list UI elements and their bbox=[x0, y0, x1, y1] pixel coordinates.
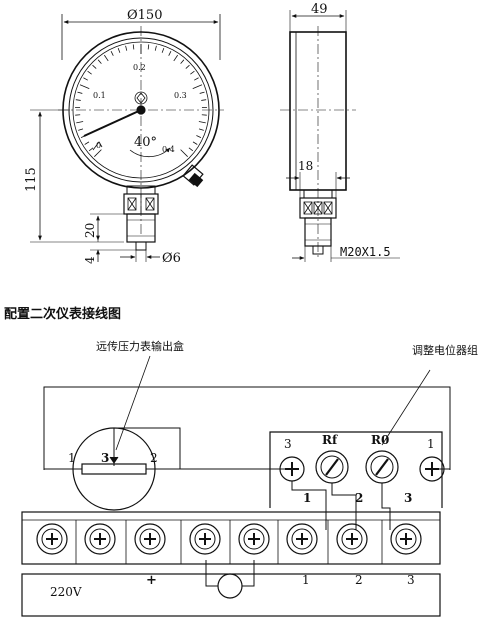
dial-tick bbox=[199, 91, 205, 94]
dial-tick bbox=[185, 64, 190, 69]
dial-tick bbox=[117, 47, 121, 53]
transmitter-terminal-3: 3 bbox=[101, 451, 109, 465]
dial-tick bbox=[78, 128, 84, 131]
dial-tick bbox=[198, 128, 204, 131]
transmitter-label: 远传压力表输出盒 bbox=[96, 339, 184, 353]
dial-tick bbox=[192, 84, 203, 89]
dial-tick bbox=[154, 45, 157, 51]
dial-scale-0.4: 0.4 bbox=[162, 145, 175, 154]
gauge-side-view bbox=[280, 10, 400, 262]
pot-top-r0: R0 bbox=[371, 433, 389, 447]
dial-tick bbox=[76, 121, 84, 124]
dial-tick bbox=[94, 149, 102, 157]
strip-terminal bbox=[229, 520, 270, 564]
dial-tick bbox=[88, 147, 94, 152]
dial-tick bbox=[125, 45, 128, 51]
potentiometer-label: 调整电位器组 bbox=[412, 343, 478, 357]
dial-tick bbox=[161, 47, 165, 53]
pot-top-3: 3 bbox=[284, 437, 292, 451]
dial-tick bbox=[132, 44, 135, 50]
dial-angle: 40° bbox=[134, 135, 157, 150]
dial-tick bbox=[84, 141, 90, 145]
pot-bottom-1: 1 bbox=[303, 491, 311, 505]
dim-case-depth: 49 bbox=[311, 2, 328, 17]
dial-tick bbox=[190, 70, 195, 75]
dim-thread-spec: M20X1.5 bbox=[340, 245, 391, 259]
strip-terminal bbox=[277, 520, 318, 564]
dial-tick bbox=[87, 70, 92, 75]
dial-tick bbox=[201, 99, 207, 101]
dim-thread-length: 4 bbox=[83, 256, 97, 264]
dial-tick bbox=[79, 84, 90, 89]
dim-height: 115 bbox=[24, 167, 39, 192]
strip-terminal bbox=[36, 523, 68, 555]
strip-terminal bbox=[125, 520, 166, 564]
dial-tick bbox=[196, 135, 202, 138]
pot-top-1: 1 bbox=[427, 437, 435, 451]
dial-tick bbox=[198, 121, 206, 124]
pot-top-rf: Rf bbox=[322, 433, 338, 447]
gauge-front-view bbox=[30, 14, 224, 262]
dim-hex-width: 18 bbox=[298, 159, 313, 173]
section-title: 配置二次仪表接线图 bbox=[4, 306, 121, 322]
strip-terminal bbox=[327, 520, 368, 564]
dial-tick bbox=[77, 91, 83, 94]
dial-tick bbox=[83, 77, 88, 81]
transmitter-terminal-1: 1 bbox=[68, 451, 76, 465]
dim-stem-diameter: Ø6 bbox=[162, 251, 181, 266]
dial-scale-0: 0 bbox=[96, 141, 101, 150]
dial-tick bbox=[180, 149, 188, 157]
instrument-terminal-3: 3 bbox=[407, 573, 415, 587]
dial-tick bbox=[188, 147, 194, 152]
brand-logo-icon bbox=[134, 91, 148, 105]
dial-tick bbox=[147, 44, 150, 50]
dial-tick bbox=[180, 59, 185, 64]
instrument-voltage: 220V bbox=[50, 585, 82, 599]
dial-tick bbox=[173, 54, 179, 62]
strip-terminal bbox=[381, 520, 422, 564]
instrument-plus: + bbox=[146, 573, 157, 588]
dial-tick bbox=[103, 54, 109, 62]
pot-bottom-3: 3 bbox=[404, 491, 412, 505]
dial-tick bbox=[168, 51, 172, 56]
transmitter-terminal-2: 2 bbox=[150, 451, 158, 465]
instrument-terminal-2: 2 bbox=[355, 573, 363, 587]
dial-tick bbox=[192, 141, 198, 145]
pot-bottom-2: 2 bbox=[355, 491, 363, 505]
dial-scale-0.1: 0.1 bbox=[93, 91, 106, 100]
dim-stem-length: 20 bbox=[83, 223, 97, 238]
dial-tick bbox=[110, 51, 114, 56]
dial-scale-0.2: 0.2 bbox=[133, 63, 146, 72]
dial-tick bbox=[92, 64, 97, 69]
wiring-diagram bbox=[21, 355, 451, 617]
dial-tick bbox=[97, 59, 102, 64]
strip-terminal bbox=[180, 520, 221, 564]
dial-scale-0.3: 0.3 bbox=[174, 91, 187, 100]
dim-dial-diameter: Ø150 bbox=[127, 8, 162, 23]
dial-tick bbox=[194, 77, 199, 81]
strip-terminal bbox=[75, 520, 116, 564]
instrument-terminal-1: 1 bbox=[302, 573, 310, 587]
dial-tick bbox=[75, 99, 81, 101]
